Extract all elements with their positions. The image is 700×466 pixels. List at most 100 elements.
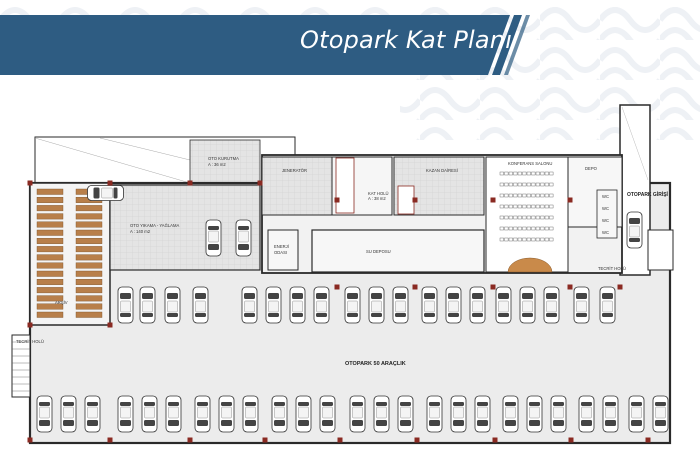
label-otopark-girisi: OTOPARK GİRİŞİ — [627, 191, 669, 198]
conference-seat — [517, 171, 522, 176]
column — [27, 180, 33, 186]
conference-seat — [540, 215, 545, 220]
parked-car-bottom-14 — [397, 395, 414, 433]
parked-car-top-11 — [421, 286, 438, 324]
conference-seat — [508, 182, 513, 187]
conference-seat — [531, 226, 536, 231]
conference-seat — [504, 182, 509, 187]
conference-seat — [549, 193, 554, 198]
column — [568, 437, 574, 443]
label-otopark-capacity: OTOPARK 50 ARAÇLIK — [345, 361, 406, 367]
parked-car-bottom-18 — [502, 395, 519, 433]
conference-seat — [535, 215, 540, 220]
conference-seat — [508, 204, 513, 209]
wash-car-1 — [205, 219, 222, 257]
conference-seat — [544, 215, 549, 220]
column — [107, 437, 113, 443]
left-stair — [11, 334, 31, 398]
label-wc-1: WC — [602, 194, 609, 199]
conference-seat — [544, 171, 549, 176]
conference-seat — [504, 171, 509, 176]
label-tecrit-holu-right: TECRİT HOLÜ — [598, 266, 626, 271]
conference-seat — [535, 171, 540, 176]
wash-car-2 — [235, 219, 252, 257]
archive-shelf — [75, 205, 103, 212]
conference-seat — [531, 193, 536, 198]
label-su-deposu: SU DEPOSU — [366, 249, 391, 254]
column — [645, 437, 651, 443]
parked-car-top-7 — [313, 286, 330, 324]
conference-seat — [499, 171, 504, 176]
label-kat-holu-area: A : 38 m2 — [368, 196, 386, 201]
conference-seat — [508, 193, 513, 198]
conference-seat — [499, 215, 504, 220]
column — [337, 437, 343, 443]
parked-car-top-18 — [599, 286, 616, 324]
archive-shelf — [36, 229, 64, 236]
parked-car-top-1 — [139, 286, 156, 324]
parked-car-bottom-21 — [578, 395, 595, 433]
archive-shelf — [75, 254, 103, 261]
conference-seat — [549, 204, 554, 209]
conference-seat — [540, 204, 545, 209]
conference-seat — [526, 171, 531, 176]
parked-car-top-12 — [445, 286, 462, 324]
conference-seat — [499, 237, 504, 242]
conference-seat — [517, 215, 522, 220]
parked-car-bottom-19 — [526, 395, 543, 433]
conference-seat — [513, 182, 518, 187]
conference-seat — [522, 237, 527, 242]
conference-seat — [540, 182, 545, 187]
parked-car-bottom-7 — [218, 395, 235, 433]
conference-seat — [513, 204, 518, 209]
conference-seat — [517, 226, 522, 231]
archive-shelf — [75, 295, 103, 302]
conference-seat — [531, 204, 536, 209]
column — [187, 180, 193, 186]
conference-seat — [526, 204, 531, 209]
conference-seat — [522, 193, 527, 198]
conference-seat — [508, 226, 513, 231]
conference-seat — [526, 182, 531, 187]
upper-car — [87, 185, 124, 201]
conference-seat — [499, 182, 504, 187]
parked-car-bottom-2 — [84, 395, 101, 433]
archive-shelf — [75, 287, 103, 294]
parked-car-top-5 — [265, 286, 282, 324]
column — [490, 284, 496, 290]
archive-shelf — [75, 221, 103, 228]
label-konferans-salonu: KONFERANS SALONU — [508, 161, 552, 166]
archive-shelf — [75, 311, 103, 318]
parked-car-bottom-3 — [117, 395, 134, 433]
conference-seat — [499, 204, 504, 209]
archive-shelf — [36, 237, 64, 244]
conference-seat — [517, 182, 522, 187]
parked-car-bottom-6 — [194, 395, 211, 433]
column — [27, 437, 33, 443]
conference-seat — [549, 226, 554, 231]
conference-seat — [531, 171, 536, 176]
parked-car-bottom-11 — [319, 395, 336, 433]
column — [567, 197, 573, 203]
parked-car-top-3 — [192, 286, 209, 324]
conference-seat — [513, 237, 518, 242]
archive-shelf — [36, 196, 64, 203]
conference-seat — [504, 193, 509, 198]
parked-car-top-4 — [241, 286, 258, 324]
conference-seat — [513, 171, 518, 176]
parked-car-top-6 — [289, 286, 306, 324]
parked-car-bottom-20 — [550, 395, 567, 433]
label-wc-3: WC — [602, 218, 609, 223]
conference-seat — [499, 193, 504, 198]
column — [334, 197, 340, 203]
conference-seat — [522, 204, 527, 209]
conference-seat — [504, 237, 509, 242]
parked-car-top-17 — [573, 286, 590, 324]
conference-seat — [544, 237, 549, 242]
parked-car-bottom-5 — [165, 395, 182, 433]
conference-seat — [517, 193, 522, 198]
parked-car-bottom-0 — [36, 395, 53, 433]
conference-seat — [517, 237, 522, 242]
conference-seat — [526, 237, 531, 242]
column — [187, 437, 193, 443]
